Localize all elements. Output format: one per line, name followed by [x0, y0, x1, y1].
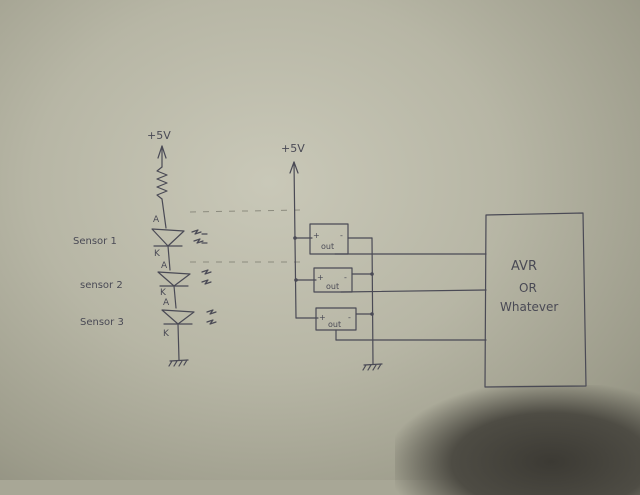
- comparator-minus: -: [344, 273, 347, 282]
- schematic-drawing: +5V A K Sensor 1 A K sensor 2 A: [73, 129, 587, 388]
- anode-label: A: [163, 298, 170, 308]
- comparator-plus: +: [313, 231, 320, 240]
- sensor-2-diode: A K: [157, 261, 212, 298]
- diode-triangle: [151, 228, 185, 247]
- supply-label-right: +5V: [281, 142, 305, 155]
- cathode-label: K: [163, 329, 170, 339]
- faint-guide-line: [189, 209, 301, 213]
- supply-bus: [293, 161, 297, 319]
- supply-label-left: +5V: [147, 129, 171, 142]
- comparator-2: [313, 267, 353, 293]
- comparator-minus: -: [348, 313, 351, 322]
- controller-line-2: OR: [519, 281, 537, 295]
- wire: [177, 323, 180, 361]
- cathode-label: K: [154, 249, 161, 259]
- controller-line-1: AVR: [511, 259, 537, 274]
- anode-label: A: [153, 215, 160, 225]
- comparator-out: out: [321, 242, 334, 251]
- resistor-symbol: [156, 166, 168, 200]
- comparator-out: out: [326, 282, 339, 291]
- junction-dot: [370, 312, 374, 316]
- light-arrows: [206, 309, 217, 325]
- hand-shadow: [395, 385, 640, 495]
- sensor-1-diode: A K: [151, 215, 208, 259]
- light-arrows: [201, 269, 212, 285]
- anode-label: A: [161, 261, 168, 271]
- comparator-minus: -: [340, 231, 343, 240]
- sensor-2-label: sensor 2: [80, 280, 123, 291]
- junction-dot: [370, 272, 374, 276]
- comparator-plus: +: [319, 313, 326, 322]
- comparator-1: [309, 223, 349, 255]
- controller-line-3: Whatever: [500, 300, 558, 314]
- sensor-3-diode: A K: [161, 298, 217, 339]
- controller-box: [484, 212, 587, 388]
- cathode-label: K: [160, 288, 167, 298]
- sensor-3-label: Sensor 3: [80, 317, 124, 328]
- comparator-out: out: [328, 320, 341, 329]
- ground-bus: [371, 237, 374, 365]
- diode-triangle: [157, 271, 191, 287]
- diode-triangle: [161, 309, 195, 325]
- comparator-plus: +: [317, 273, 324, 282]
- wire: [167, 245, 171, 271]
- ground-symbol-right: [362, 363, 383, 371]
- wire: [161, 198, 167, 229]
- output-line-2: [340, 289, 487, 293]
- light-arrows: [201, 233, 208, 244]
- sensor-1-label: Sensor 1: [73, 236, 117, 247]
- light-arrows: [191, 229, 204, 244]
- ground-symbol-left: [168, 359, 189, 367]
- wire: [173, 285, 177, 309]
